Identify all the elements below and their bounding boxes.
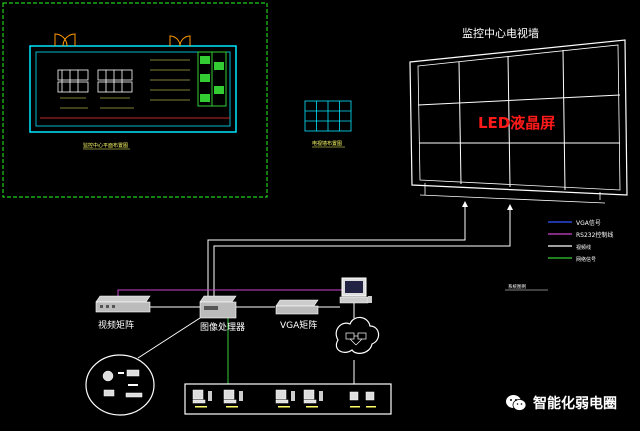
vga-matrix-device: VGA矩阵	[275, 299, 319, 331]
camera-icon	[102, 369, 143, 398]
wall-caption: 电视墙布置图	[312, 140, 342, 147]
room-outline	[29, 45, 237, 133]
wechat-icon	[506, 395, 527, 411]
signal-lines	[117, 201, 513, 384]
legend-item-rs232: RS232控制线	[576, 231, 613, 239]
legend: VGA信号 RS232控制线 视频线 网络信号 系统图例	[505, 219, 613, 291]
client-workstation-bank	[184, 383, 392, 415]
legend-item-video: 视频线	[576, 244, 591, 251]
camera-group	[85, 354, 155, 416]
plan-frame	[2, 2, 268, 198]
plan-caption: 监控中心平面布置图	[83, 142, 128, 149]
network-cloud-icon	[335, 316, 380, 354]
video-matrix-device: 视频矩阵	[95, 295, 151, 331]
vga-switch-label: VGA矩阵	[280, 319, 317, 331]
wall-outline	[409, 39, 628, 196]
tv-wall-mini-grid	[304, 100, 352, 132]
image-processor-device: 图像处理器	[199, 295, 245, 333]
wall-title: 监控中心电视墙	[462, 26, 539, 40]
watermark-text: 智能化弱电圈	[533, 396, 617, 412]
image-processor-label: 图像处理器	[200, 321, 245, 333]
watermark: 智能化弱电圈	[505, 390, 635, 416]
legend-caption: 系统图例	[508, 283, 526, 290]
floor-plan-panel: 监控中心平面布置图 电视墙布置图	[2, 2, 352, 198]
console-desk-right	[97, 69, 133, 93]
legend-item-network: 网络信号	[576, 256, 596, 263]
led-screen-label: LED液晶屏	[478, 114, 555, 132]
door-icon	[54, 33, 191, 47]
computer-icon	[339, 277, 372, 304]
equipment-cabinets	[197, 51, 227, 107]
legend-item-vga: VGA信号	[576, 219, 601, 227]
matrix-switch-label: 视频矩阵	[98, 319, 134, 331]
console-desk-left	[57, 69, 89, 93]
video-wall: 监控中心电视墙 LED液晶屏	[409, 26, 628, 204]
